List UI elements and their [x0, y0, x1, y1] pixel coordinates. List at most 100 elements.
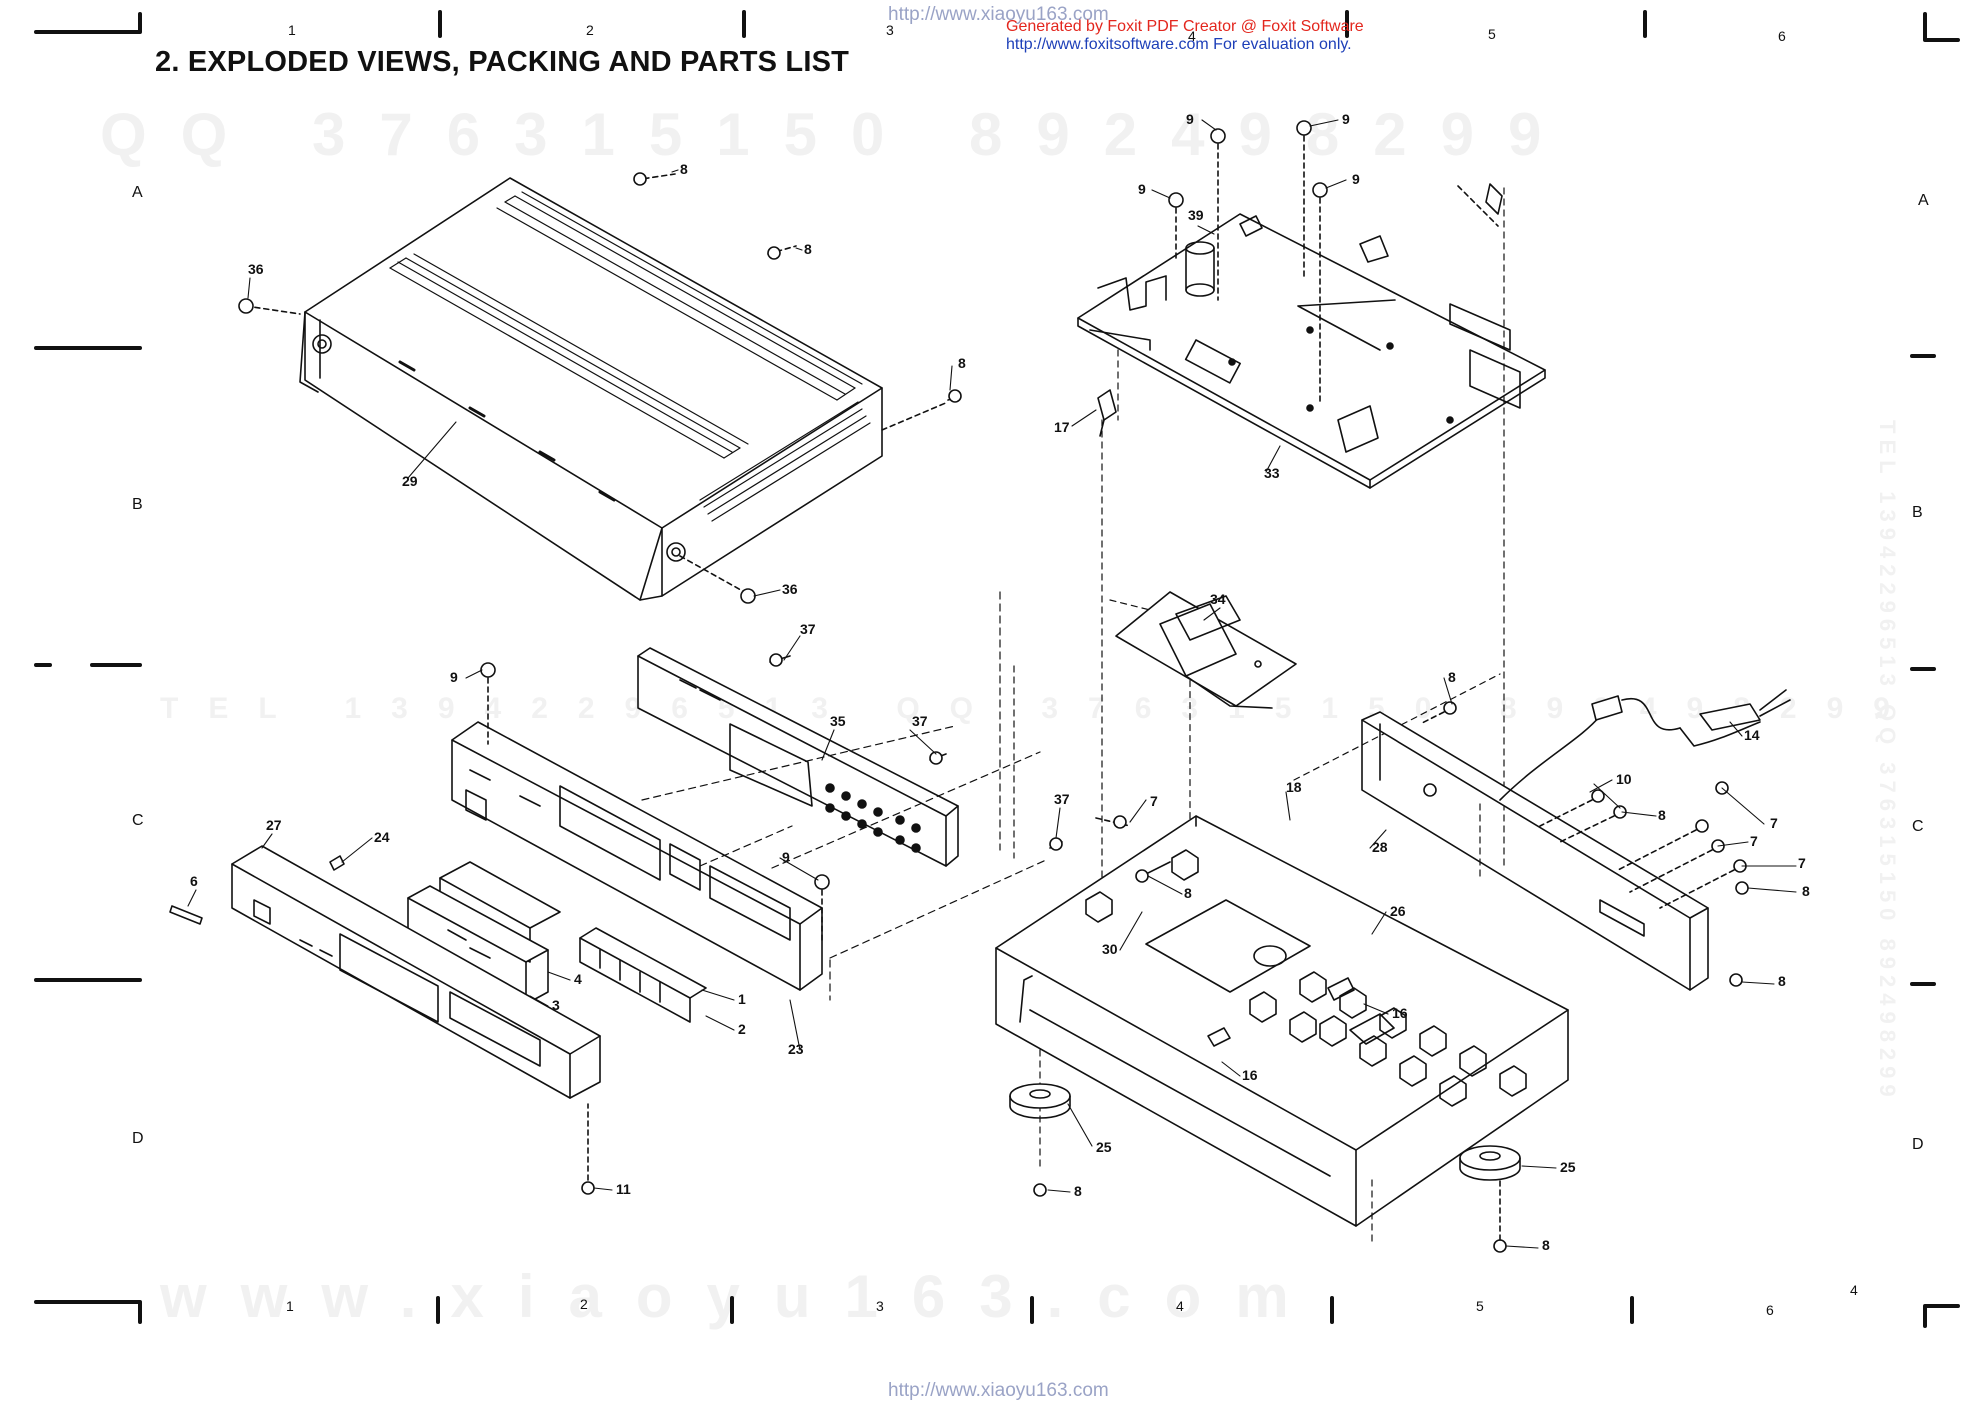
- callout-7a: 7: [1150, 793, 1158, 809]
- callout-8a: 8: [680, 161, 688, 177]
- callout-17: 17: [1054, 419, 1070, 435]
- callout-8b: 8: [804, 241, 812, 257]
- main-pcb-33: [1077, 213, 1546, 489]
- callout-18: 18: [1286, 779, 1302, 795]
- callout-30: 30: [1102, 941, 1118, 957]
- row-right-d: D: [1912, 1136, 1924, 1153]
- row-left-c: C: [132, 812, 144, 829]
- site-url-bottom: http://www.xiaoyu163.com: [888, 1380, 1109, 1401]
- callout-6: 6: [190, 873, 198, 889]
- col-top-6: 6: [1778, 28, 1786, 44]
- callout-1: 1: [738, 991, 746, 1007]
- buttons-1-2: [579, 927, 707, 1023]
- row-left-d: D: [132, 1130, 144, 1147]
- col-top-5: 5: [1488, 26, 1496, 42]
- callout-16a: 16: [1392, 1005, 1408, 1021]
- holder-24: [329, 855, 345, 871]
- callout-33: 33: [1264, 465, 1280, 481]
- callout-4: 4: [574, 971, 582, 987]
- front-panel-27: [231, 845, 601, 1099]
- callout-34: 34: [1210, 591, 1226, 607]
- callout-29: 29: [402, 473, 418, 489]
- watermark-site-bottom: www.xiaoyu163.com: [160, 1263, 1323, 1330]
- callout-2: 2: [738, 1021, 746, 1037]
- callout-37b: 37: [912, 713, 928, 729]
- col-bottom-2: 2: [580, 1296, 588, 1312]
- page-title: 2. EXPLODED VIEWS, PACKING AND PARTS LIS…: [155, 46, 850, 78]
- callout-25b: 25: [1560, 1159, 1576, 1175]
- callout-37a: 37: [800, 621, 816, 637]
- callout-7c: 7: [1750, 833, 1758, 849]
- callout-9c: 9: [1352, 171, 1360, 187]
- col-top-1: 1: [288, 22, 296, 38]
- transformer-pcb-34: [1115, 591, 1297, 709]
- front-frame-23: [451, 721, 823, 991]
- clamp-17: [1097, 389, 1117, 437]
- callout-10: 10: [1616, 771, 1632, 787]
- screws-top-cover: [238, 172, 962, 604]
- callout-36a: 36: [248, 261, 264, 277]
- callout-35: 35: [830, 713, 846, 729]
- col-bottom-3: 3: [876, 1298, 884, 1314]
- callout-14: 14: [1744, 727, 1760, 743]
- power-cord-14: [1499, 689, 1791, 801]
- col-bottom-1: 1: [286, 1298, 294, 1314]
- callout-8j: 8: [1542, 1237, 1550, 1253]
- callout-11: 11: [616, 1181, 631, 1197]
- callout-25a: 25: [1096, 1139, 1112, 1155]
- callout-9a: 9: [1186, 111, 1194, 127]
- col-top-4: 4: [1188, 28, 1196, 44]
- callout-24: 24: [374, 829, 390, 845]
- callout-9f: 9: [782, 849, 790, 865]
- callout-16b: 16: [1242, 1067, 1258, 1083]
- border-marks: [34, 10, 1960, 1328]
- callout-8f: 8: [1658, 807, 1666, 823]
- leader-lines: [187, 119, 1797, 1249]
- callout-37c: 37: [1054, 791, 1070, 807]
- callout-7b: 7: [1770, 815, 1778, 831]
- callout-9e: 9: [450, 669, 458, 685]
- row-right-a: A: [1918, 192, 1929, 209]
- screws-rear: [1095, 701, 1749, 987]
- top-cover-29: [299, 177, 883, 601]
- col-bottom-5: 5: [1476, 1298, 1484, 1314]
- row-left-a: A: [132, 184, 143, 201]
- callout-8c: 8: [958, 355, 966, 371]
- callout-labels: 1 2 3 4 6 7 7 7 7 8 8 8 8 8 8 8 8 8 8 9 …: [190, 111, 1810, 1253]
- callout-8h: 8: [1778, 973, 1786, 989]
- callout-28: 28: [1372, 839, 1388, 855]
- row-left-b: B: [132, 496, 143, 513]
- row-right-b: B: [1912, 504, 1923, 521]
- foot-25-left: [1009, 1083, 1071, 1197]
- callout-8g: 8: [1802, 883, 1810, 899]
- col-top-2: 2: [586, 22, 594, 38]
- display-pcb-35: [637, 647, 959, 867]
- callout-3: 3: [552, 997, 560, 1013]
- callout-9b: 9: [1342, 111, 1350, 127]
- screws-front: [480, 653, 1063, 1195]
- callout-9d: 9: [1138, 181, 1146, 197]
- screws-pcb: [1168, 120, 1503, 403]
- row-right-c: C: [1912, 818, 1924, 835]
- col-bottom-4: 4: [1176, 1298, 1184, 1314]
- callout-8d: 8: [1184, 885, 1192, 901]
- foot-25-right: [1459, 1145, 1521, 1253]
- knob-6: [169, 905, 203, 925]
- foxit-line-2: http://www.foxitsoftware.com For evaluat…: [1006, 36, 1352, 53]
- display-window-3: [407, 885, 549, 1005]
- callout-36b: 36: [782, 581, 798, 597]
- page-mark: 4: [1850, 1282, 1858, 1298]
- callout-8e: 8: [1448, 669, 1456, 685]
- callout-39: 39: [1188, 207, 1204, 223]
- rear-panel-28: [1361, 711, 1709, 991]
- callout-7d: 7: [1798, 855, 1806, 871]
- col-bottom-6: 6: [1766, 1302, 1774, 1318]
- callout-27: 27: [266, 817, 282, 833]
- foxit-notice: Generated by Foxit PDF Creator @ Foxit S…: [1006, 18, 1364, 54]
- callout-23: 23: [788, 1041, 804, 1057]
- callout-26: 26: [1390, 903, 1406, 919]
- site-url-top: http://www.xiaoyu163.com: [888, 4, 1109, 25]
- callout-8i: 8: [1074, 1183, 1082, 1199]
